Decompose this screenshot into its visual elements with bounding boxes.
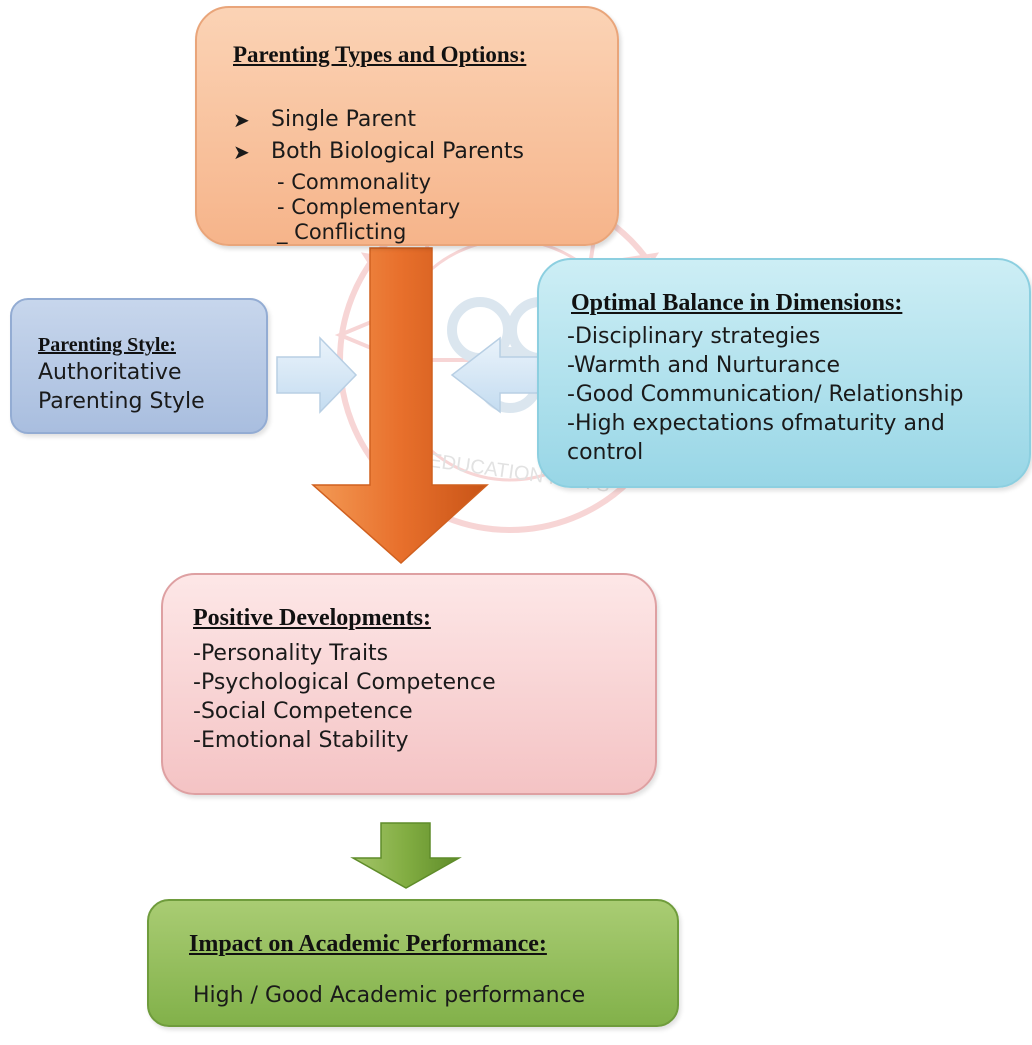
parenting-types-box: Parenting Types and Options: ➤ Single Pa…: [195, 6, 619, 246]
parenting-style-title: Parenting Style:: [38, 334, 176, 356]
arrow-bullet-icon: ➤: [233, 140, 250, 164]
dimensions-title: Optimal Balance in Dimensions:: [571, 290, 903, 316]
right-arrow-from-style: [276, 336, 358, 414]
list-item-label: Both Biological Parents: [271, 139, 524, 164]
impact-body: High / Good Academic performance: [193, 983, 586, 1008]
developments-box: Positive Developments: -Personality Trai…: [161, 573, 657, 795]
dimension-line: -Good Communication/ Relationship: [567, 382, 964, 407]
sub-item: - Commonality: [277, 170, 432, 194]
dimensions-box: Optimal Balance in Dimensions: -Discipli…: [537, 258, 1031, 488]
dimensions-list: -Disciplinary strategies -Warmth and Nur…: [567, 322, 964, 467]
list-item-label: Single Parent: [271, 107, 417, 132]
sub-item: _ Conflicting: [277, 220, 407, 244]
left-arrow-from-dimensions: [450, 336, 546, 414]
parenting-types-title: Parenting Types and Options:: [233, 42, 527, 67]
development-line: -Psychological Competence: [193, 670, 496, 695]
impact-title: Impact on Academic Performance:: [189, 931, 547, 957]
parenting-style-body: Authoritative Parenting Style: [38, 358, 205, 416]
style-line: Parenting Style: [38, 389, 205, 414]
development-line: -Personality Traits: [193, 641, 389, 666]
arrow-bullet-icon: ➤: [233, 108, 250, 132]
parenting-types-list: ➤ Single Parent ➤ Both Biological Parent…: [233, 104, 524, 168]
list-item: ➤ Both Biological Parents: [233, 136, 524, 168]
list-item: ➤ Single Parent: [233, 104, 524, 136]
development-line: -Social Competence: [193, 699, 413, 724]
dimension-line: -Disciplinary strategies: [567, 324, 821, 349]
dimension-line: -Warmth and Nurturance: [567, 353, 841, 378]
style-line: Authoritative: [38, 360, 182, 385]
green-down-arrow: [350, 822, 462, 889]
sub-item: - Complementary: [277, 195, 461, 219]
developments-title: Positive Developments:: [193, 605, 431, 631]
impact-box: Impact on Academic Performance: High / G…: [147, 899, 679, 1027]
main-down-arrow: [311, 247, 489, 565]
dimension-line: -High expectations ofmaturity and: [567, 411, 945, 436]
development-line: -Emotional Stability: [193, 728, 409, 753]
parenting-types-sublist: - Commonality - Complementary _ Conflict…: [277, 170, 460, 245]
parenting-style-box: Parenting Style: Authoritative Parenting…: [10, 298, 268, 434]
developments-list: -Personality Traits -Psychological Compe…: [193, 639, 496, 755]
dimension-line: control: [567, 440, 644, 465]
